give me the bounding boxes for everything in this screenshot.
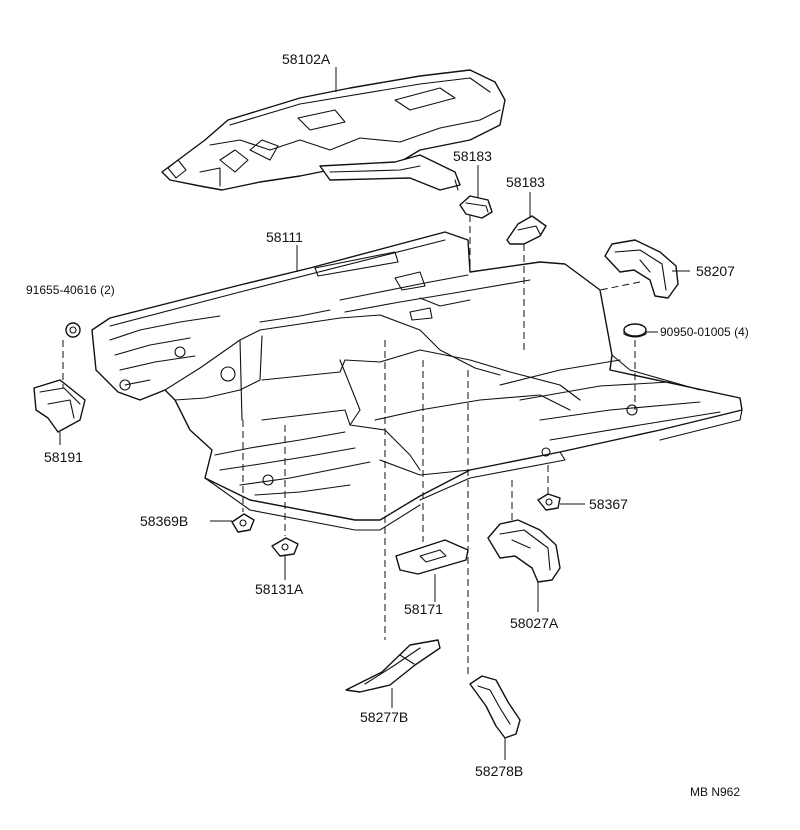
part-58183-bracket-left — [459, 195, 493, 219]
part-58207-bracket — [604, 239, 679, 299]
label-58171: 58171 — [404, 601, 443, 617]
part-58027a-bracket — [487, 519, 561, 583]
label-58369b: 58369B — [140, 513, 188, 529]
label-90950-01005: 90950-01005 (4) — [660, 325, 749, 339]
label-58183-lower: 58183 — [506, 174, 545, 190]
label-58183-upper: 58183 — [453, 148, 492, 164]
label-58277b: 58277B — [360, 709, 408, 725]
part-58369b-clip — [231, 513, 255, 533]
label-58191: 58191 — [44, 449, 83, 465]
alignment-lines — [62, 215, 641, 676]
part-labels: 58102A 58183 58183 58111 58207 91655-406… — [26, 51, 749, 799]
label-58367: 58367 — [589, 496, 628, 512]
part-58277b-member — [345, 639, 441, 693]
label-58131a: 58131A — [255, 581, 304, 597]
part-58191-bracket — [33, 379, 86, 433]
figure-code: MB N962 — [690, 785, 740, 799]
part-91655-bolt — [65, 322, 81, 338]
part-58183-bracket-right — [506, 215, 547, 245]
part-58367-clip — [537, 493, 561, 511]
label-58027a: 58027A — [510, 615, 559, 631]
part-58278b-member — [469, 675, 521, 739]
leader-lines — [59, 67, 690, 760]
part-58171-plate — [395, 539, 469, 575]
label-58278b: 58278B — [475, 763, 523, 779]
part-90950-plug — [623, 323, 647, 338]
label-58111: 58111 — [266, 229, 303, 245]
part-58131a-clip — [271, 537, 299, 557]
label-58207: 58207 — [696, 263, 735, 279]
label-58102a: 58102A — [282, 51, 331, 67]
label-91655-40616: 91655-40616 (2) — [26, 283, 115, 297]
part-58102a-crossmember — [161, 69, 506, 191]
